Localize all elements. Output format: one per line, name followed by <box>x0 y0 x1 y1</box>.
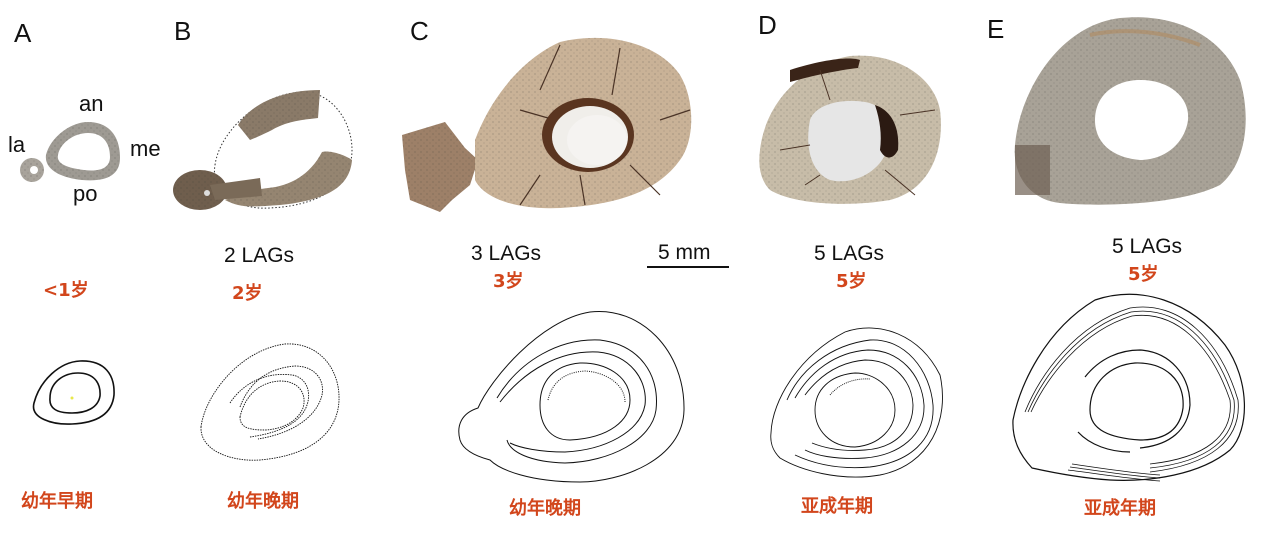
orientation-label-posterior: po <box>73 181 98 206</box>
panel-letter-b: B <box>174 16 192 46</box>
tracing-e <box>1012 293 1245 482</box>
scale-bar <box>647 266 729 268</box>
orientation-label-medial: me <box>130 136 161 161</box>
age-label-c: 3岁 <box>493 271 524 292</box>
tracing-a <box>32 360 115 425</box>
panel-letter-c: C <box>410 16 429 46</box>
panel-letter-e: E <box>987 14 1005 44</box>
orientation-label-anterior: an <box>79 91 104 116</box>
panel-letter-d: D <box>758 10 777 40</box>
scale-bar-label: 5 mm <box>658 241 711 264</box>
lag-count-d: 5 LAGs <box>814 242 885 265</box>
stage-label-c: 幼年晚期 <box>509 498 581 519</box>
panel-letter-a: A <box>14 18 32 48</box>
panel-b-photo <box>173 90 353 210</box>
lag-count-b: 2 LAGs <box>224 244 295 267</box>
panel-e-photo <box>1014 17 1246 205</box>
age-label-d: 5岁 <box>836 271 867 292</box>
tracing-c <box>458 310 685 483</box>
lag-count-e: 5 LAGs <box>1112 235 1183 258</box>
tracing-d <box>770 327 943 478</box>
age-label-a: <1岁 <box>43 280 89 301</box>
panel-d-photo <box>759 55 941 204</box>
tracing-b <box>200 343 340 461</box>
stage-label-a: 幼年早期 <box>21 491 93 512</box>
stage-label-d: 亚成年期 <box>801 496 873 517</box>
age-label-b: 2岁 <box>232 283 263 304</box>
panel-c-photo <box>402 37 692 212</box>
stage-label-b: 幼年晚期 <box>227 491 299 512</box>
stage-label-e: 亚成年期 <box>1084 498 1156 519</box>
age-label-e: 5岁 <box>1128 264 1159 285</box>
lag-count-c: 3 LAGs <box>471 242 542 265</box>
orientation-label-lateral: la <box>8 132 26 157</box>
panel-a-photo <box>20 122 120 182</box>
